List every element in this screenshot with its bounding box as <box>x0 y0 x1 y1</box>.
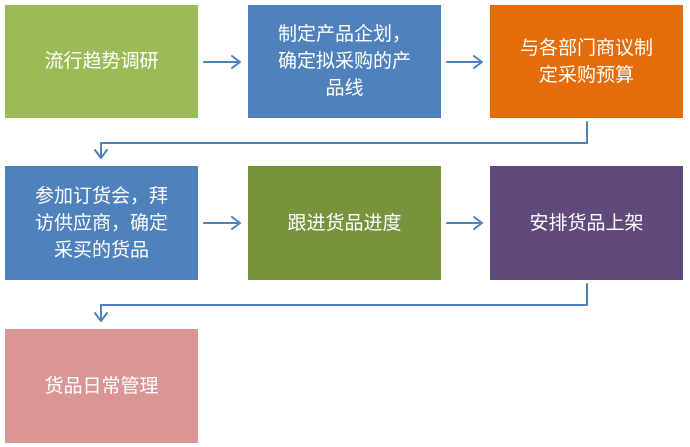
arrow-5-6 <box>446 216 483 230</box>
arrow-2-3 <box>446 55 483 69</box>
step-label: 安排货品上架 <box>529 211 644 234</box>
step-label: 与各部门商议制 定采购预算 <box>519 36 653 86</box>
arrow-6-7 <box>94 283 588 322</box>
step-order-fair: 参加订货会，拜 访供应商，确定 采买的货品 <box>5 166 198 280</box>
step-daily-management: 货品日常管理 <box>5 329 198 443</box>
step-label: 制定产品企划， 确定拟采购的产 品线 <box>277 23 411 99</box>
step-label: 货品日常管理 <box>44 374 159 397</box>
step-track-progress: 跟进货品进度 <box>248 166 441 280</box>
arrow-3-4 <box>94 121 588 159</box>
arrow-4-5 <box>203 216 241 230</box>
arrow-1-2 <box>203 55 241 69</box>
step-label: 流行趋势调研 <box>44 50 159 72</box>
step-budget: 与各部门商议制 定采购预算 <box>490 5 683 118</box>
step-trend-research: 流行趋势调研 <box>5 5 198 118</box>
step-product-planning: 制定产品企划， 确定拟采购的产 品线 <box>248 5 441 118</box>
step-label: 跟进货品进度 <box>287 211 402 234</box>
step-shelving: 安排货品上架 <box>490 166 683 280</box>
step-label: 参加订货会，拜 访供应商，确定 采买的货品 <box>34 184 168 261</box>
